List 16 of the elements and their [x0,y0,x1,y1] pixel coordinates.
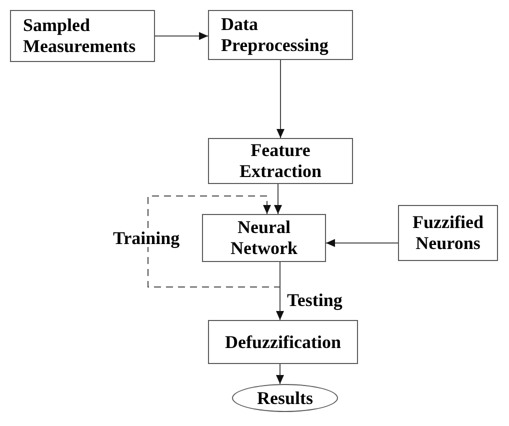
arrow [148,196,280,288]
arrow [274,184,282,214]
arrow [276,262,284,320]
arrow [276,60,284,138]
process-box: Feature Extraction [208,138,353,184]
edge-label: Testing [286,291,344,309]
arrow [276,364,284,384]
arrow [326,239,398,247]
edge-label: Training [112,229,181,247]
process-box: Defuzzification [208,320,358,364]
process-box: Sampled Measurements [10,10,155,62]
process-box: Data Preprocessing [208,10,353,60]
process-box: Fuzzified Neurons [398,205,498,261]
result-ellipse: Results [232,384,338,412]
process-box: Neural Network [202,214,326,262]
arrow [154,32,208,40]
